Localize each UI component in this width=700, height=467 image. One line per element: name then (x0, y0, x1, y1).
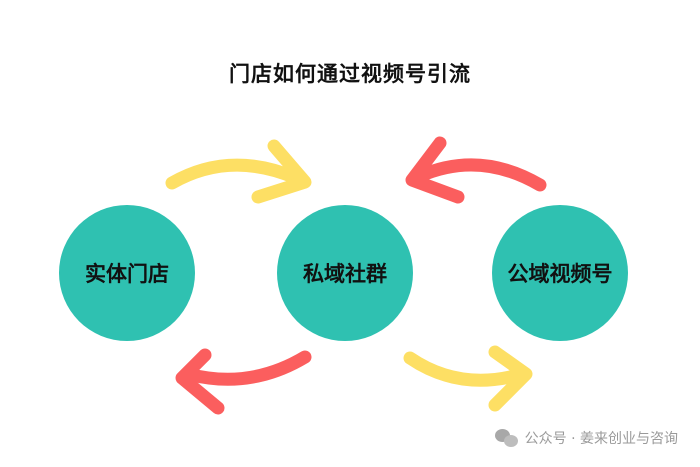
wechat-icon (494, 429, 519, 447)
node-label: 私域社群 (303, 262, 387, 286)
arrow-yellow-top (165, 139, 312, 204)
node-label: 实体门店 (85, 262, 169, 286)
node-public-video-channel: 公域视频号 (492, 205, 628, 341)
watermark: 公众号 · 姜来创业与咨询 (494, 428, 678, 448)
arrow-red-bottom (175, 348, 312, 415)
node-label: 公域视频号 (507, 262, 613, 286)
diagram-title: 门店如何通过视频号引流 (229, 62, 471, 86)
watermark-text: 公众号 · 姜来创业与咨询 (524, 431, 678, 447)
node-private-community: 私域社群 (277, 205, 413, 341)
node-physical-store: 实体门店 (59, 205, 195, 341)
arrow-yellow-bottom (403, 345, 533, 412)
arrow-red-top (405, 136, 547, 204)
